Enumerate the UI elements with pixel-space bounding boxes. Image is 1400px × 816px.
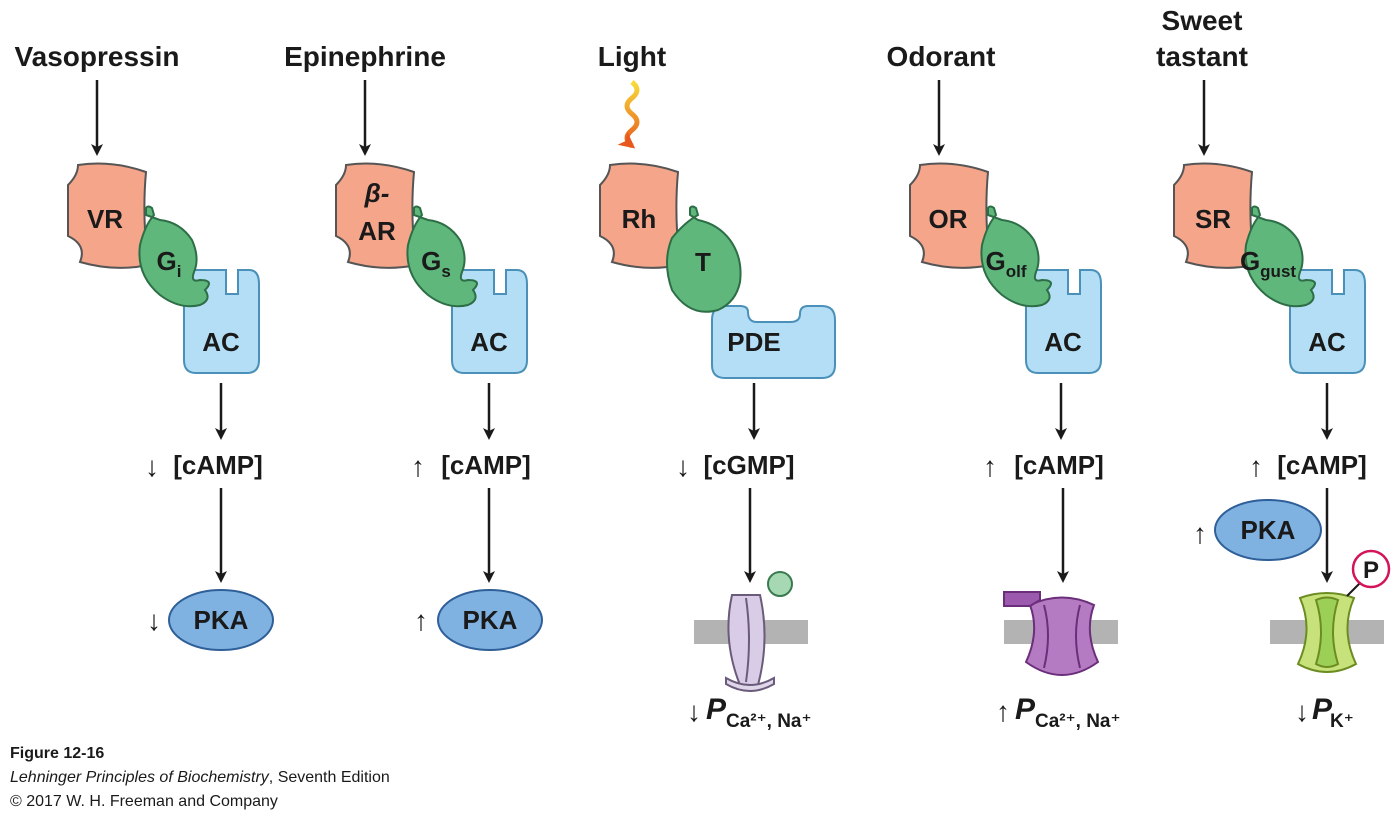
target-direction: ↑ <box>414 605 428 636</box>
receptor-shape <box>909 162 992 269</box>
pathway-epinephrine: Epinephrine β- AR AC Gs ↑ [cAMP] ↑ PKA <box>284 41 543 651</box>
messenger-label: [cAMP] <box>173 450 263 480</box>
gprotein-shape <box>406 205 478 308</box>
gprotein-label: T <box>695 247 711 277</box>
phospho-link <box>1346 581 1362 597</box>
figure-caption: Figure 12-16 Lehninger Principles of Bio… <box>10 742 390 814</box>
permeability-direction: ↑ <box>996 696 1010 727</box>
effector-shape <box>711 305 836 379</box>
messenger-label: [cAMP] <box>1014 450 1104 480</box>
signal-label-line2: tastant <box>1156 41 1248 72</box>
messenger-label: [cAMP] <box>1277 450 1367 480</box>
gprotein-shape <box>980 205 1052 308</box>
camp-binding-domain <box>1003 591 1041 607</box>
cgmp-ligand <box>767 571 793 597</box>
gprotein-label: Gi <box>157 246 182 281</box>
receptor-shape <box>335 162 418 269</box>
effector-label: AC <box>1308 327 1346 357</box>
permeability-symbol: P <box>1015 693 1036 726</box>
light-wave-arrow <box>617 80 640 149</box>
kinase-direction: ↑ <box>1193 518 1207 549</box>
gprotein-label: Gs <box>421 246 451 281</box>
channel-shape <box>1024 596 1100 676</box>
gprotein-shape <box>138 205 210 308</box>
gprotein-label: Ggust <box>1240 246 1296 281</box>
book-line: Lehninger Principles of Biochemistry, Se… <box>10 766 390 790</box>
permeability-direction: ↓ <box>1295 696 1309 727</box>
receptor-shape <box>1173 162 1256 269</box>
permeability-ions: Ca²⁺, Na⁺ <box>1035 711 1121 732</box>
gprotein-shape <box>666 205 742 313</box>
pathway-odorant: Odorant OR AC Golf ↑ [cAMP] ↑ P Ca²⁺, Na… <box>887 41 1121 732</box>
permeability-direction: ↓ <box>687 696 701 727</box>
phospho-circle <box>1351 549 1391 589</box>
messenger-direction: ↑ <box>983 451 997 482</box>
book-edition: , Seventh Edition <box>268 769 390 786</box>
messenger-direction: ↑ <box>1249 451 1263 482</box>
phospho-label: P <box>1363 557 1379 584</box>
receptor-shape <box>599 162 682 269</box>
pka-shape <box>1214 499 1322 561</box>
pathway-sweet-tastant: Sweet tastant SR AC Ggust ↑ [cAMP] ↑ PKA… <box>1156 5 1391 732</box>
messenger-direction: ↓ <box>676 451 690 482</box>
signal-label: Odorant <box>887 41 996 72</box>
effector-label: AC <box>1044 327 1082 357</box>
signal-label: Light <box>598 41 666 72</box>
permeability-ions: K⁺ <box>1330 711 1354 732</box>
effector-label: AC <box>470 327 508 357</box>
messenger-direction: ↑ <box>411 451 425 482</box>
figure-number: Figure 12-16 <box>10 745 105 762</box>
effector-label: AC <box>202 327 240 357</box>
messenger-direction: ↓ <box>145 451 159 482</box>
signal-label-line1: Sweet <box>1162 5 1243 36</box>
messenger-label: [cGMP] <box>704 450 795 480</box>
signal-label: Epinephrine <box>284 41 446 72</box>
receptor-label-line2: AR <box>358 216 396 246</box>
receptor-label: Rh <box>622 204 657 234</box>
receptor-label: OR <box>929 204 968 234</box>
receptor-label-line1: β- <box>364 178 390 208</box>
channel-base <box>725 676 775 692</box>
receptor-label: VR <box>87 204 123 234</box>
receptor-shape <box>67 162 150 269</box>
permeability-symbol: P <box>1312 693 1333 726</box>
channel-pore-line <box>1043 604 1081 669</box>
book-title: Lehninger Principles of Biochemistry <box>10 769 269 786</box>
permeability-symbol: P <box>706 693 727 726</box>
gprotein-label: Golf <box>985 246 1026 281</box>
effector-label: PDE <box>727 327 780 357</box>
channel-pore-line <box>745 597 750 683</box>
pka-label: PKA <box>463 605 518 635</box>
messenger-label: [cAMP] <box>441 450 531 480</box>
pka-label: PKA <box>194 605 249 635</box>
pathway-light: Light Rh PDE T ↓ [cGMP] ↓ P Ca²⁺, Na⁺ <box>598 41 836 732</box>
permeability-ions: Ca²⁺, Na⁺ <box>726 711 812 732</box>
pka-shape <box>168 589 274 651</box>
gprotein-shape <box>1244 205 1316 308</box>
receptor-label: SR <box>1195 204 1231 234</box>
target-direction: ↓ <box>147 605 161 636</box>
channel-pore <box>1314 596 1340 668</box>
copyright: © 2017 W. H. Freeman and Company <box>10 793 278 810</box>
pka-label: PKA <box>1241 515 1296 545</box>
signal-label: Vasopressin <box>15 41 180 72</box>
pka-shape <box>437 589 543 651</box>
pathway-vasopressin: Vasopressin VR AC Gi ↓ [cAMP] ↓ PKA <box>15 41 274 651</box>
